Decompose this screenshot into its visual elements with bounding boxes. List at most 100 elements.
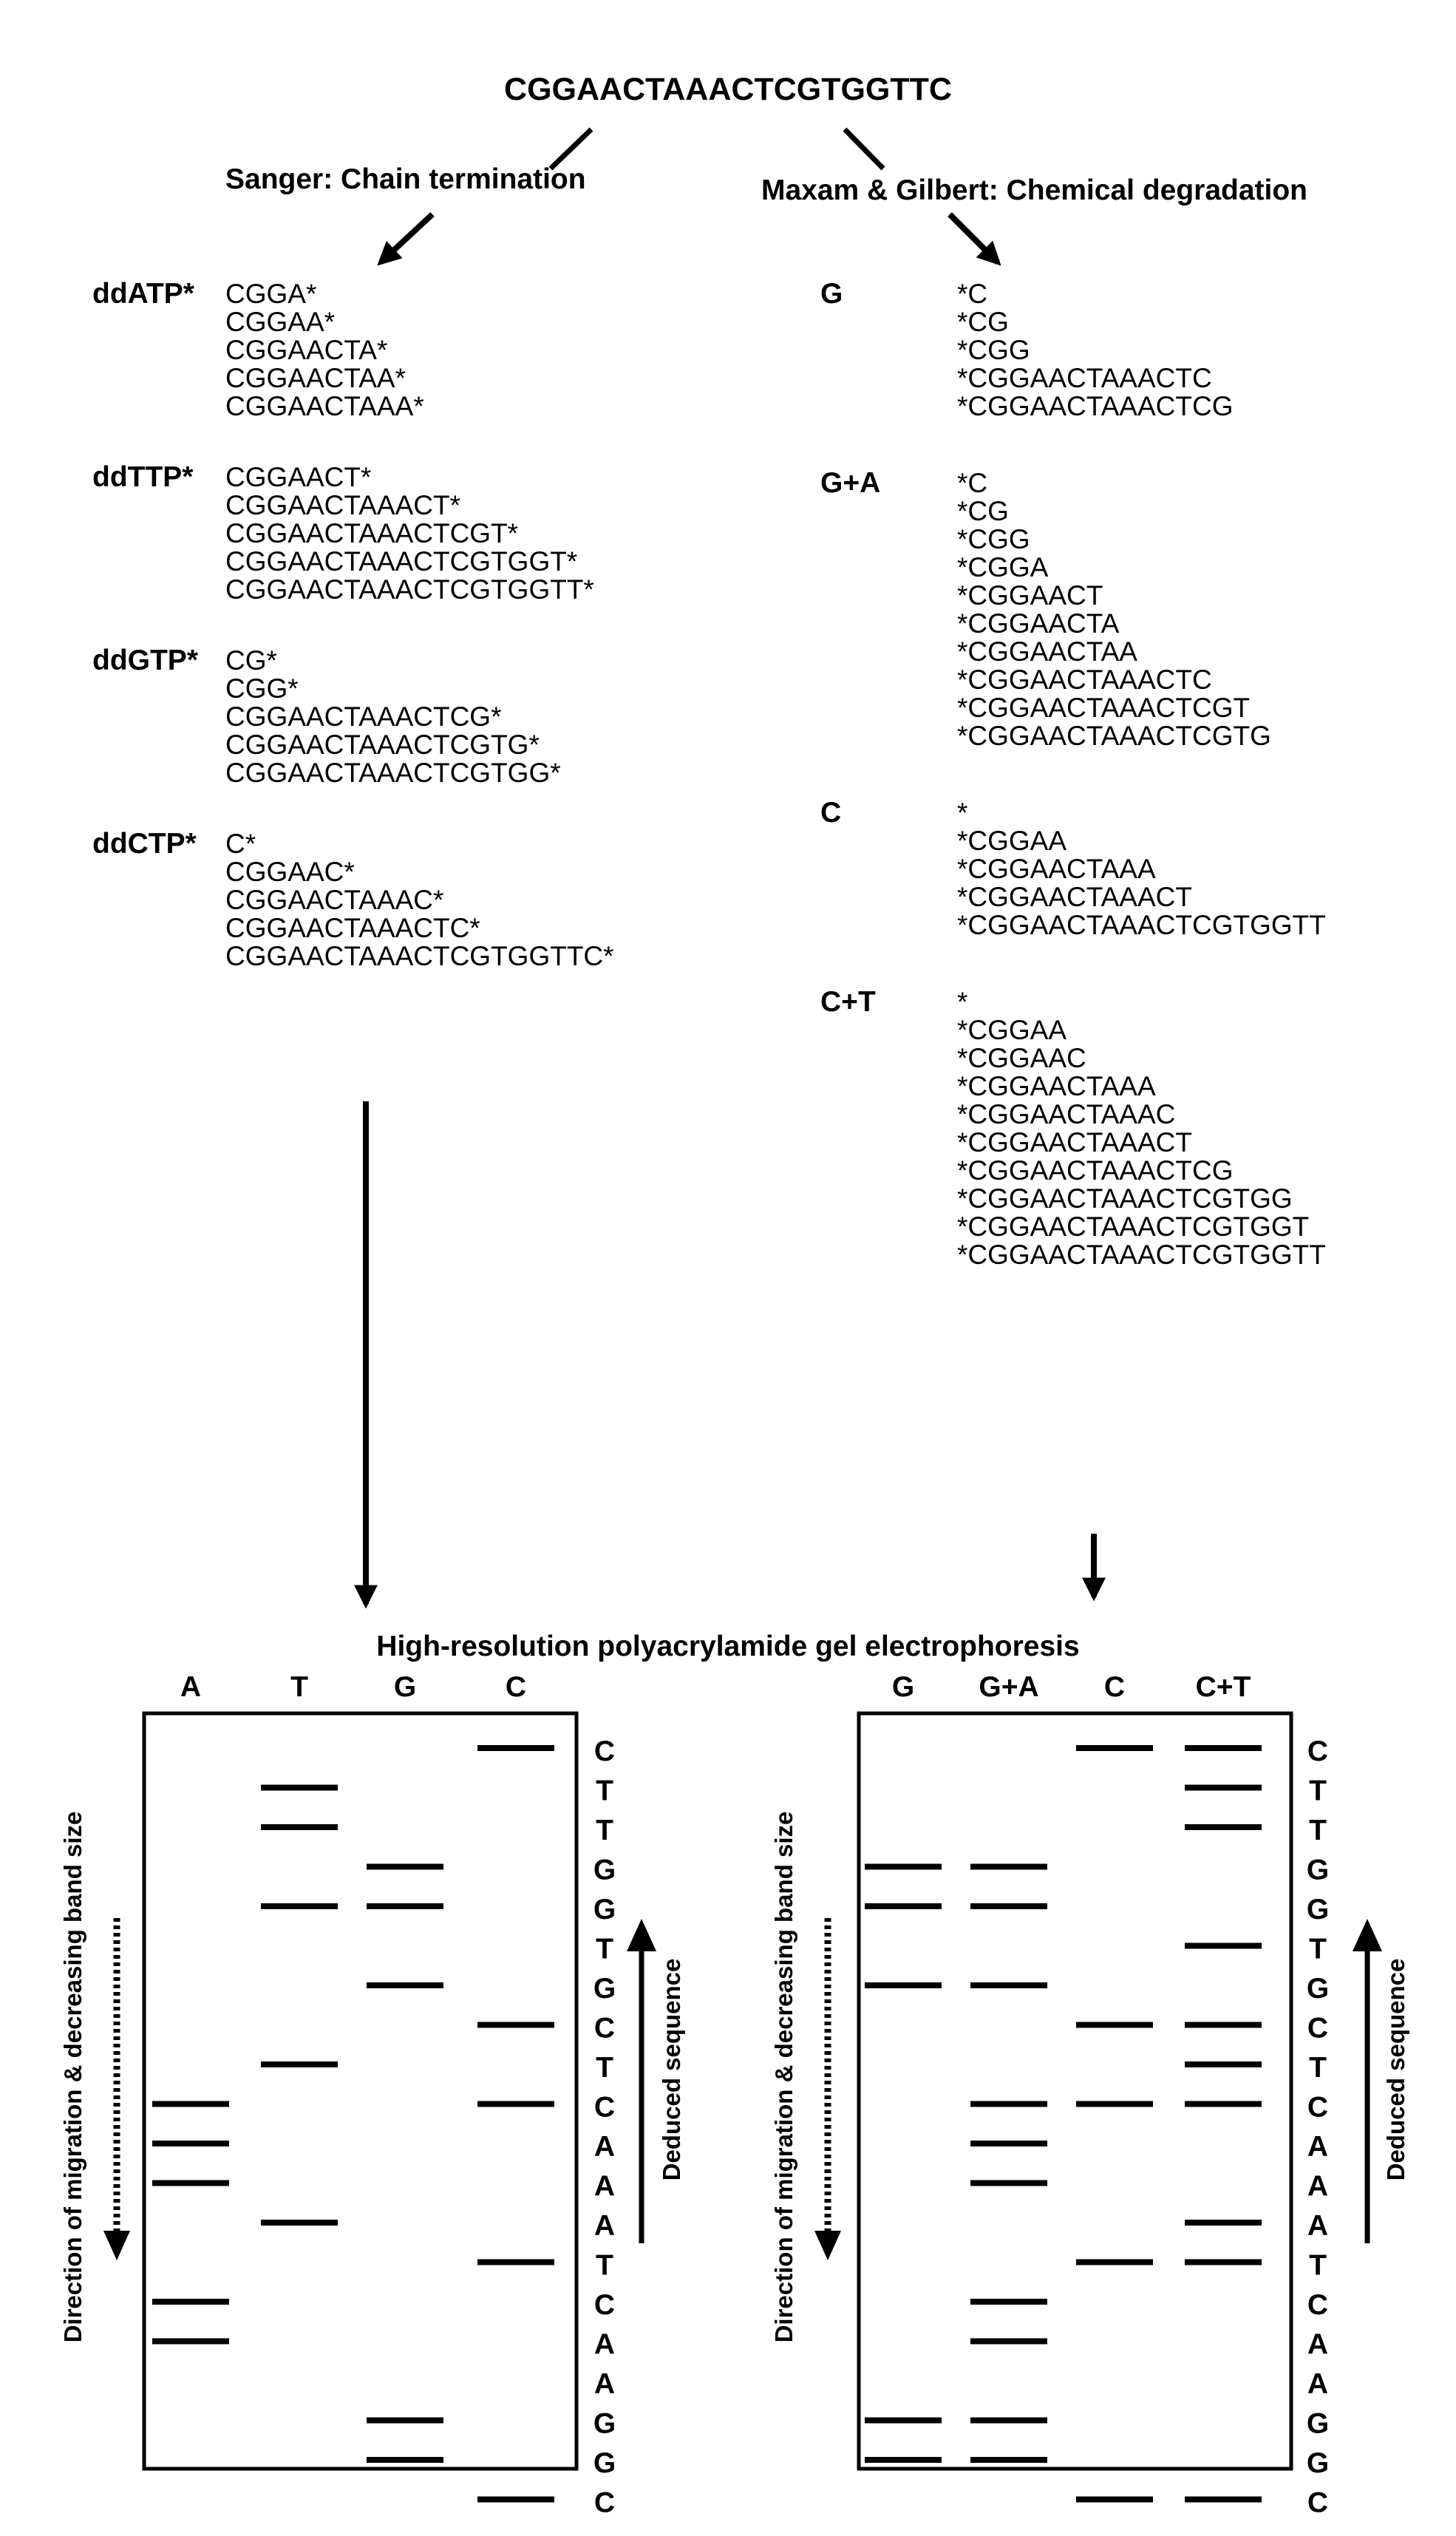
gel_right-sequence-base: G xyxy=(1307,1855,1329,1886)
gel_left-band xyxy=(261,1824,338,1830)
title-connector-left xyxy=(548,127,593,171)
sanger_reactions-fragment: CGGAACTAAACTCGTGGT* xyxy=(225,546,577,577)
maxam_reactions-fragment: *CGG xyxy=(957,524,1030,554)
gel_right-lane-label: G xyxy=(892,1671,914,1703)
gel_right-sequence-base: G xyxy=(1307,2408,1329,2440)
gel_left-band xyxy=(477,2022,554,2028)
sanger_reactions-fragment: CGGAAC* xyxy=(225,857,355,887)
gel_left-band xyxy=(477,1745,554,1751)
sanger_reactions-fragment: CGGAACTAAAC* xyxy=(225,885,443,915)
gel_right-band xyxy=(1185,2022,1262,2028)
gel_left-sequence-base: T xyxy=(596,1775,613,1807)
gel_right-sequence-base: C xyxy=(1307,2013,1328,2044)
gel_right-band xyxy=(970,1903,1047,1909)
gel_right-lane-label: C xyxy=(1104,1671,1125,1703)
gel_right-band xyxy=(1185,1942,1262,1949)
maxam_reactions-fragment: *CG xyxy=(957,307,1009,337)
gel_left-band xyxy=(367,1982,443,1988)
maxam_reactions-fragment: *CGGAA xyxy=(957,826,1067,856)
gel_right-lane-label: C+T xyxy=(1196,1671,1251,1703)
gel_left-band xyxy=(152,2299,229,2305)
sanger-method-label: Sanger: Chain termination xyxy=(225,163,586,195)
gel_left-lane-label: A xyxy=(180,1671,201,1703)
gel_right-band xyxy=(1076,2259,1153,2265)
gel_left-sequence-base: A xyxy=(594,2131,615,2163)
gel_left-lane-label: T xyxy=(290,1671,308,1703)
gel_left-band xyxy=(261,2220,338,2226)
gel_right-band xyxy=(970,2180,1047,2186)
maxam_reactions-fragment: *CGGAACTAAACT xyxy=(957,882,1192,912)
maxam_reactions-fragment: *CGGAACTAAACTCGTGGT xyxy=(957,1211,1309,1242)
gel_left-band xyxy=(477,2496,554,2503)
gel_left-sequence-base: A xyxy=(594,2171,615,2203)
gel_right-band xyxy=(970,2101,1047,2107)
gel_right-band xyxy=(970,2338,1047,2345)
gel_right-sequence-base: T xyxy=(1309,1934,1327,1965)
migration-label-left: Direction of migration & decreasing band… xyxy=(59,1812,86,2343)
sanger_reactions-fragment: CGGAACTAAA* xyxy=(225,391,424,421)
maxam_reactions-fragment: *CGGAACTAAACTCGTGGTT xyxy=(957,910,1326,940)
gel_right-band xyxy=(865,1982,942,1988)
sanger_reactions-fragment: CGGAACTA* xyxy=(225,335,387,365)
gel_left-sequence-base: T xyxy=(596,1934,613,1965)
maxam_reactions-fragment: *CGGAACTAAA xyxy=(957,1071,1156,1101)
deduced-arrowhead-right xyxy=(1353,1919,1382,1951)
sanger_reactions-fragment: CGGAACTAAACTCGTGGTTC* xyxy=(225,941,614,971)
gel_right-band xyxy=(1185,1784,1262,1791)
maxam_reactions-label-3: C+T xyxy=(820,986,876,1018)
gel_right-sequence-base: G xyxy=(1307,1894,1329,1925)
gel_right-sequence-base: C xyxy=(1307,2092,1328,2124)
gel_right-band xyxy=(1076,1745,1153,1751)
gel_right-band xyxy=(970,2457,1047,2463)
gel_right-band xyxy=(1076,2101,1153,2107)
gel_left-sequence-base: C xyxy=(594,2487,615,2519)
sanger_reactions-fragment: CGGA* xyxy=(225,279,316,309)
gel_right-sequence-base: G xyxy=(1307,1973,1329,2005)
sanger_reactions-fragment: CGGAACTAAACTCGTGGTT* xyxy=(225,574,594,605)
sanger_reactions-fragment: CGGAACTAAACTCG* xyxy=(225,701,501,732)
gel_left-lane-label: G xyxy=(394,1671,416,1703)
gel_left-sequence-base: G xyxy=(593,2447,616,2479)
maxam_reactions-fragment: *CGGAACTAAACTC xyxy=(957,664,1212,695)
sanger_reactions-fragment: CGGAACT* xyxy=(225,462,371,492)
gel_left-band xyxy=(367,1903,443,1909)
maxam_reactions-fragment: *CGGAACTAA xyxy=(957,636,1137,667)
gel_left-band xyxy=(152,2338,229,2345)
migration-label-right: Direction of migration & decreasing band… xyxy=(770,1812,797,2343)
gel_left-sequence-base: C xyxy=(594,2092,615,2124)
gel_right-band xyxy=(1185,2259,1262,2265)
sanger_reactions-fragment: C* xyxy=(225,829,256,859)
sanger_reactions-fragment: CGGAACTAAACTCGT* xyxy=(225,518,518,548)
deduced-label-left: Deduced sequence xyxy=(658,1959,685,2181)
gel_left-sequence-base: A xyxy=(594,2210,615,2242)
gel-title: High-resolution polyacrylamide gel elect… xyxy=(376,1631,1079,1662)
title-sequence: CGGAACTAAACTCGTGGTTC xyxy=(504,72,952,107)
sanger-arrow xyxy=(377,212,435,266)
gel_right-band xyxy=(970,1982,1047,1988)
gel_left-band xyxy=(477,2259,554,2265)
gel_left-band xyxy=(261,1903,338,1909)
maxam_reactions-fragment: *CGGAACTAAACTC xyxy=(957,363,1212,393)
maxam_reactions-fragment: *CGGAACTAAACT xyxy=(957,1127,1192,1157)
maxam_reactions-fragment: *CGGAACTAAACTCGT xyxy=(957,693,1250,723)
gel-box-maxam xyxy=(857,1711,1293,2471)
gel_right-sequence-base: C xyxy=(1307,1736,1328,1767)
gel_left-sequence-base: C xyxy=(594,1736,615,1767)
gel_right-band xyxy=(865,1863,942,1870)
gel_left-band xyxy=(261,1784,338,1791)
sanger_reactions-fragment: CGGAA* xyxy=(225,307,335,337)
sanger_reactions-fragment: CGGAACTAAACTCGTGG* xyxy=(225,758,561,788)
gel_right-sequence-base: T xyxy=(1309,1775,1327,1807)
deduced-label-right: Deduced sequence xyxy=(1382,1959,1409,2181)
gel_right-sequence-base: A xyxy=(1307,2171,1328,2203)
gel_left-band xyxy=(367,1863,443,1870)
maxam_reactions-fragment: *CGGAACTAAACTCGTGG xyxy=(957,1183,1293,1214)
sanger_reactions-fragment: CG* xyxy=(225,645,277,676)
gel_right-sequence-base: A xyxy=(1307,2131,1328,2163)
gel_right-band xyxy=(865,1903,942,1909)
maxam_reactions-label-1: G+A xyxy=(820,467,880,499)
sanger_reactions-label-1: ddTTP* xyxy=(92,461,194,493)
